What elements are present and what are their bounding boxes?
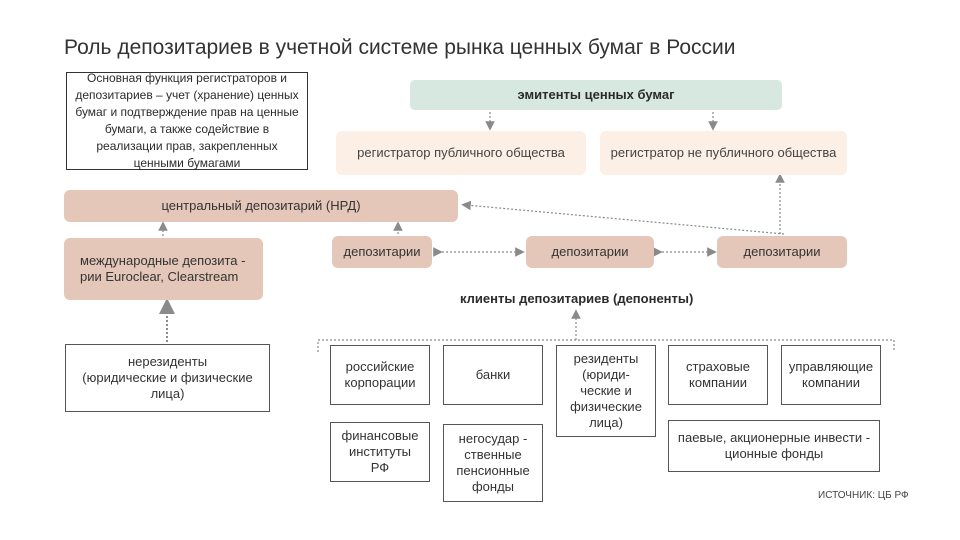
clients-heading: клиенты депозитариев (депоненты) (460, 291, 694, 306)
clients-bracket (317, 339, 895, 352)
client-insurance: страховые компании (668, 345, 768, 405)
client-residents: резиденты (юриди- ческие и физические ли… (556, 345, 656, 437)
client-management: управляющие компании (781, 345, 881, 405)
depository-box-1: депозитарии (332, 236, 432, 268)
source-note: ИСТОЧНИК: ЦБ РФ (818, 490, 909, 501)
function-note: Основная функция регистраторов и депозит… (66, 71, 308, 170)
registrar-public-box: регистратор публичного общества (336, 131, 586, 175)
client-investment-funds: паевые, акционерные инвести - ционные фо… (668, 420, 880, 472)
client-banks: банки (443, 345, 543, 405)
issuers-box: эмитенты ценных бумаг (410, 80, 782, 110)
depository-box-2: депозитарии (526, 236, 654, 268)
depository-box-3: депозитарии (717, 236, 847, 268)
page-title: Роль депозитариев в учетной системе рынк… (64, 36, 736, 59)
nonresidents-box: нерезиденты (юридические и физические ли… (65, 344, 270, 412)
client-russian-corporations: российские корпорации (330, 345, 430, 405)
central-depository-box: центральный депозитарий (НРД) (64, 190, 458, 222)
client-financial-institutions: финансовые институты РФ (330, 422, 430, 482)
registrar-nonpublic-box: регистратор не публичного общества (600, 131, 847, 175)
arrow-depository-to-central (461, 200, 785, 235)
international-depositories-box: международные депозита - рии Euroclear, … (64, 238, 263, 300)
client-pension-funds: негосудар - ственные пенсионные фонды (443, 424, 543, 502)
